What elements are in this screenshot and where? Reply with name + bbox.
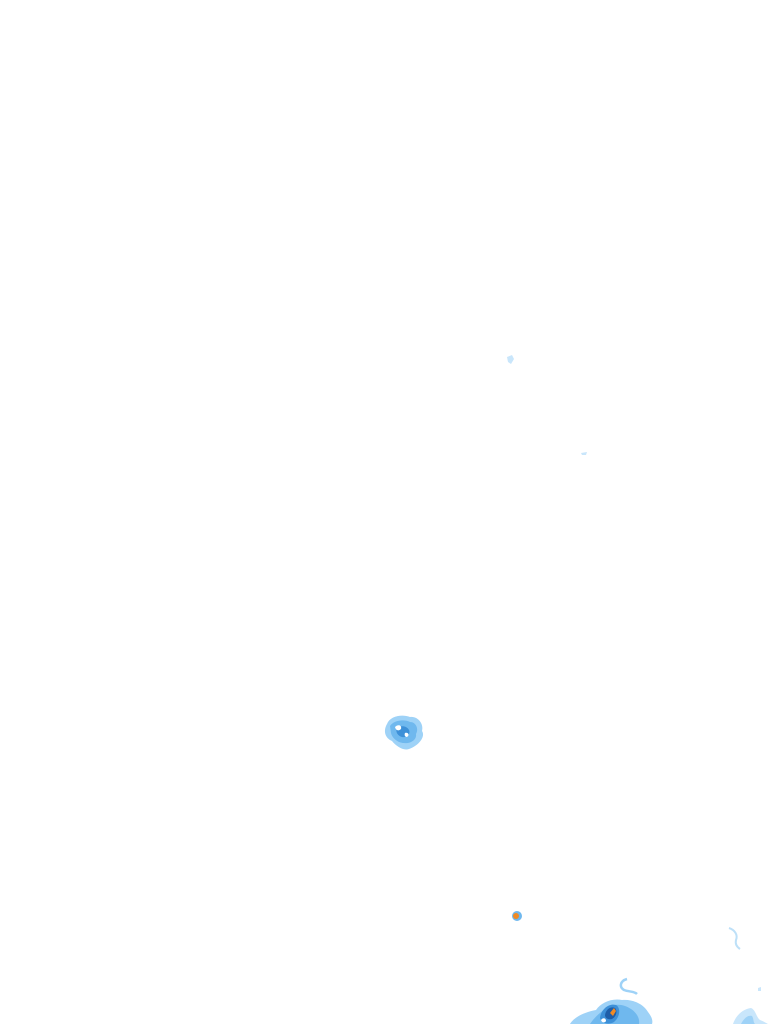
central-cell-gap <box>395 725 402 731</box>
echo-speck-north <box>507 355 514 364</box>
fragment-curl <box>728 927 741 950</box>
central-cell-gap-2 <box>404 732 409 737</box>
fringe-inner <box>741 1015 755 1024</box>
echo-small-intense-cell <box>512 911 522 921</box>
speck-north-shape <box>507 355 514 364</box>
fragment-speck <box>758 987 761 991</box>
fragment-hook <box>619 977 638 995</box>
southern-band-intense <box>610 1008 616 1016</box>
echo-central-cell <box>384 715 424 750</box>
echo-bottom-right-fringe <box>733 1008 768 1024</box>
southern-band-gap <box>601 1018 606 1023</box>
echo-speck-east <box>581 452 587 455</box>
echo-southern-band <box>570 999 653 1024</box>
speck-east-shape <box>581 452 587 455</box>
echo-southeast-fragments <box>619 927 761 995</box>
intense-cell-core <box>513 913 519 919</box>
